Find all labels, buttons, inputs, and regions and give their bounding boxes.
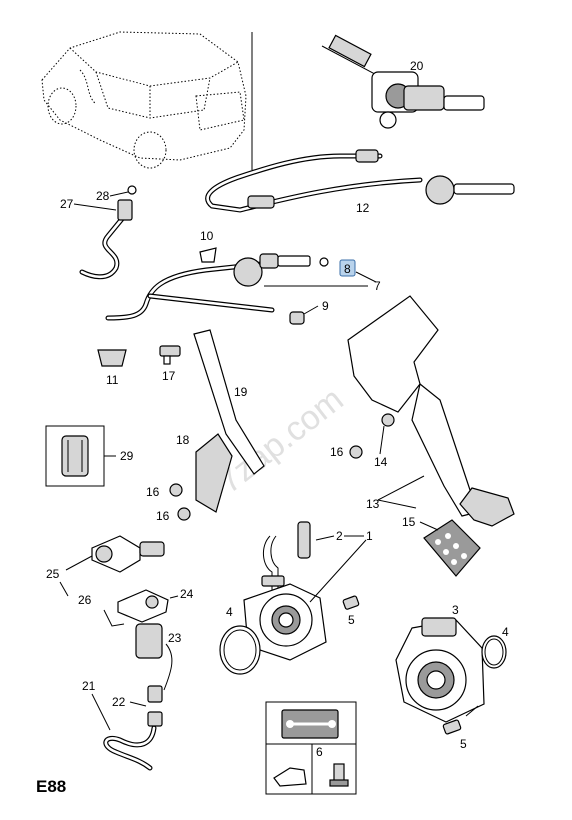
callout-4-a[interactable]: 4 xyxy=(226,605,233,619)
inset-clip-box xyxy=(45,425,105,487)
clutch-line[interactable] xyxy=(105,247,329,325)
callout-9[interactable]: 9 xyxy=(322,299,329,313)
callout-1[interactable]: 1 xyxy=(366,529,373,543)
callout-6[interactable]: 6 xyxy=(316,745,323,759)
callout-16-b[interactable]: 16 xyxy=(156,509,170,523)
elbow-connector[interactable] xyxy=(91,535,165,573)
bolt-5a[interactable] xyxy=(342,595,360,610)
callout-29[interactable]: 29 xyxy=(120,449,134,463)
spring-clip[interactable] xyxy=(135,623,163,659)
callout-23[interactable]: 23 xyxy=(168,631,182,645)
tools-manual-icon xyxy=(281,709,339,739)
callout-22[interactable]: 22 xyxy=(112,695,126,709)
nut-3[interactable] xyxy=(349,445,363,459)
callout-5-a[interactable]: 5 xyxy=(348,613,355,627)
bleeder-valve-icon xyxy=(329,763,349,787)
callout-14[interactable]: 14 xyxy=(374,455,388,469)
pedal-bracket[interactable] xyxy=(193,329,265,475)
callout-8[interactable]: 8 xyxy=(344,262,351,276)
callout-8-highlight xyxy=(339,259,356,277)
callout-21[interactable]: 21 xyxy=(82,679,96,693)
callout-2[interactable]: 2 xyxy=(336,529,343,543)
t-connector[interactable] xyxy=(117,589,169,623)
callout-16-c[interactable]: 16 xyxy=(330,445,344,459)
callout-25[interactable]: 25 xyxy=(46,567,60,581)
callout-16-a[interactable]: 16 xyxy=(146,485,160,499)
nut-1[interactable] xyxy=(169,483,183,497)
callout-4-b[interactable]: 4 xyxy=(502,625,509,639)
callout-10[interactable]: 10 xyxy=(200,229,214,243)
bleed-hose[interactable] xyxy=(79,185,137,280)
bolt-5b[interactable] xyxy=(442,719,462,735)
callout-20[interactable]: 20 xyxy=(410,59,424,73)
seal-ring[interactable] xyxy=(219,625,261,675)
pipe-clip[interactable] xyxy=(97,349,127,367)
callout-24[interactable]: 24 xyxy=(180,587,194,601)
slave-cylinder[interactable] xyxy=(243,521,327,661)
callout-5-b[interactable]: 5 xyxy=(460,737,467,751)
bleeder-hose[interactable] xyxy=(103,685,163,771)
callout-7[interactable]: 7 xyxy=(374,279,381,293)
clutch-pedal[interactable] xyxy=(347,295,515,527)
nut-2[interactable] xyxy=(177,507,191,521)
info-panel xyxy=(265,701,357,795)
support-plate[interactable] xyxy=(195,433,233,513)
vehicle-illustration xyxy=(41,31,253,170)
concentric-slave-cylinder[interactable] xyxy=(395,617,485,723)
callout-3[interactable]: 3 xyxy=(452,603,459,617)
callout-18[interactable]: 18 xyxy=(176,433,190,447)
callout-15[interactable]: 15 xyxy=(402,515,416,529)
callout-12[interactable]: 12 xyxy=(356,201,370,215)
oil-can-icon xyxy=(273,767,307,787)
callout-13[interactable]: 13 xyxy=(366,497,380,511)
callout-26[interactable]: 26 xyxy=(78,593,92,607)
clip-bolt[interactable] xyxy=(159,345,181,365)
callout-19[interactable]: 19 xyxy=(234,385,248,399)
clutch-pipe[interactable] xyxy=(205,149,515,213)
callout-28[interactable]: 28 xyxy=(96,189,110,203)
o-ring[interactable] xyxy=(481,635,507,669)
callout-27[interactable]: 27 xyxy=(60,197,74,211)
master-cylinder[interactable] xyxy=(321,34,485,129)
nut-4[interactable] xyxy=(381,413,395,427)
page-code: E88 xyxy=(36,777,66,796)
callout-11[interactable]: 11 xyxy=(106,373,119,387)
pedal-pad[interactable] xyxy=(423,519,481,577)
callout-17[interactable]: 17 xyxy=(162,369,176,383)
